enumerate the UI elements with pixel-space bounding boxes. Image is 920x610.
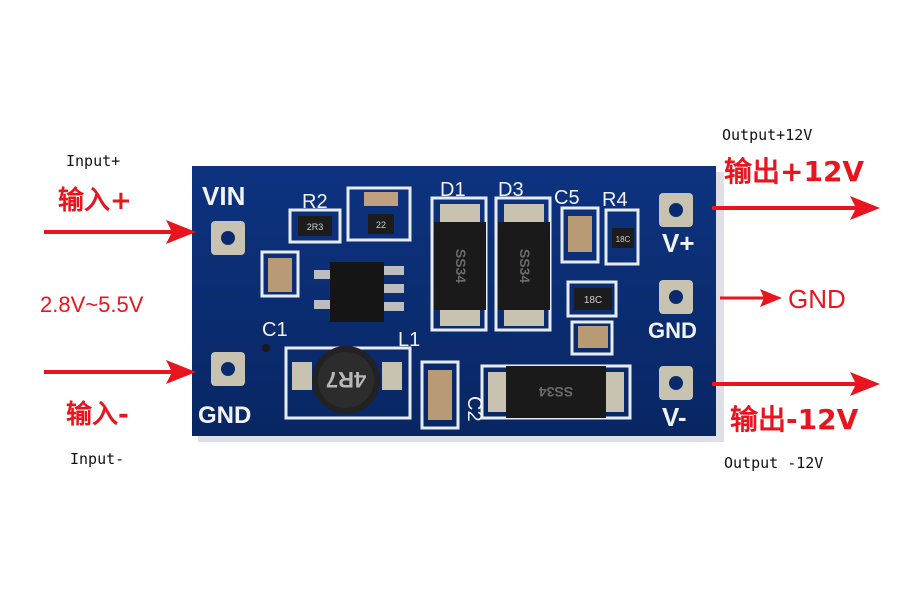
silk-c5: C5 [554, 187, 580, 209]
input-plus-cn-label: 输入+ [58, 186, 132, 216]
silk-l1: L1 [398, 329, 420, 351]
input-minus-cn-label: 输入- [66, 400, 129, 430]
pad-vin [211, 221, 245, 255]
regulator-ic [314, 262, 404, 322]
input-minus-en-label: Input- [70, 450, 125, 468]
diode-marking-d3: SS34 [517, 249, 533, 283]
output-plus-cn-label: 输出+12V [724, 155, 865, 188]
voltage-range-label: 2.8V~5.5V [40, 292, 144, 317]
diode-d1 [434, 204, 486, 326]
pad-gnd-right [659, 280, 693, 314]
diode-marking-d1: SS34 [453, 249, 469, 283]
resistor-marking-r2: 2R3 [307, 222, 324, 232]
pad-vplus [659, 193, 693, 227]
capacitor-c5 [568, 216, 592, 252]
silk-vplus: V+ [662, 228, 695, 258]
silk-r2: R2 [302, 191, 328, 213]
output-plus-en-label: Output+12V [722, 126, 813, 144]
diode-marking-bottom: SS34 [539, 384, 573, 400]
capacitor-c2 [428, 370, 452, 420]
resistor-chip [368, 214, 394, 234]
silk-c1: C1 [262, 319, 288, 341]
silk-d3: D3 [498, 179, 524, 201]
pad-vminus [659, 366, 693, 400]
silk-vin: VIN [202, 181, 246, 211]
diode-d3 [498, 204, 550, 326]
resistor-marking-chip: 22 [376, 220, 386, 230]
resistor-marking-r4: 18C [616, 235, 631, 244]
capacitor-c1 [268, 258, 292, 292]
resistor-marking-18c: 18C [584, 295, 602, 306]
inductor-marking: 4R7 [326, 367, 366, 392]
resistor-r2 [298, 216, 332, 236]
diode-bottom [488, 366, 624, 418]
silk-gnd-right: GND [648, 318, 697, 343]
pad-gnd-left [211, 352, 245, 386]
silk-c2: C2 [463, 396, 485, 422]
silk-r4: R4 [602, 189, 628, 211]
arrows [44, 196, 880, 396]
capacitor-small [578, 326, 608, 348]
silkscreen-outlines [260, 186, 640, 430]
resistor-18c [574, 288, 612, 310]
silk-gnd-left: GND [198, 402, 252, 429]
resistor-r4 [612, 228, 634, 248]
silk-vminus: V- [662, 402, 687, 432]
output-minus-en-label: Output -12V [724, 454, 824, 472]
input-plus-en-label: Input+ [66, 152, 121, 170]
via [262, 344, 270, 352]
gnd-output-label: GND [788, 284, 846, 314]
capacitor-top [364, 192, 398, 206]
silk-d1: D1 [440, 179, 466, 201]
output-minus-cn-label: 输出-12V [730, 403, 859, 436]
inductor-l1 [292, 346, 402, 414]
